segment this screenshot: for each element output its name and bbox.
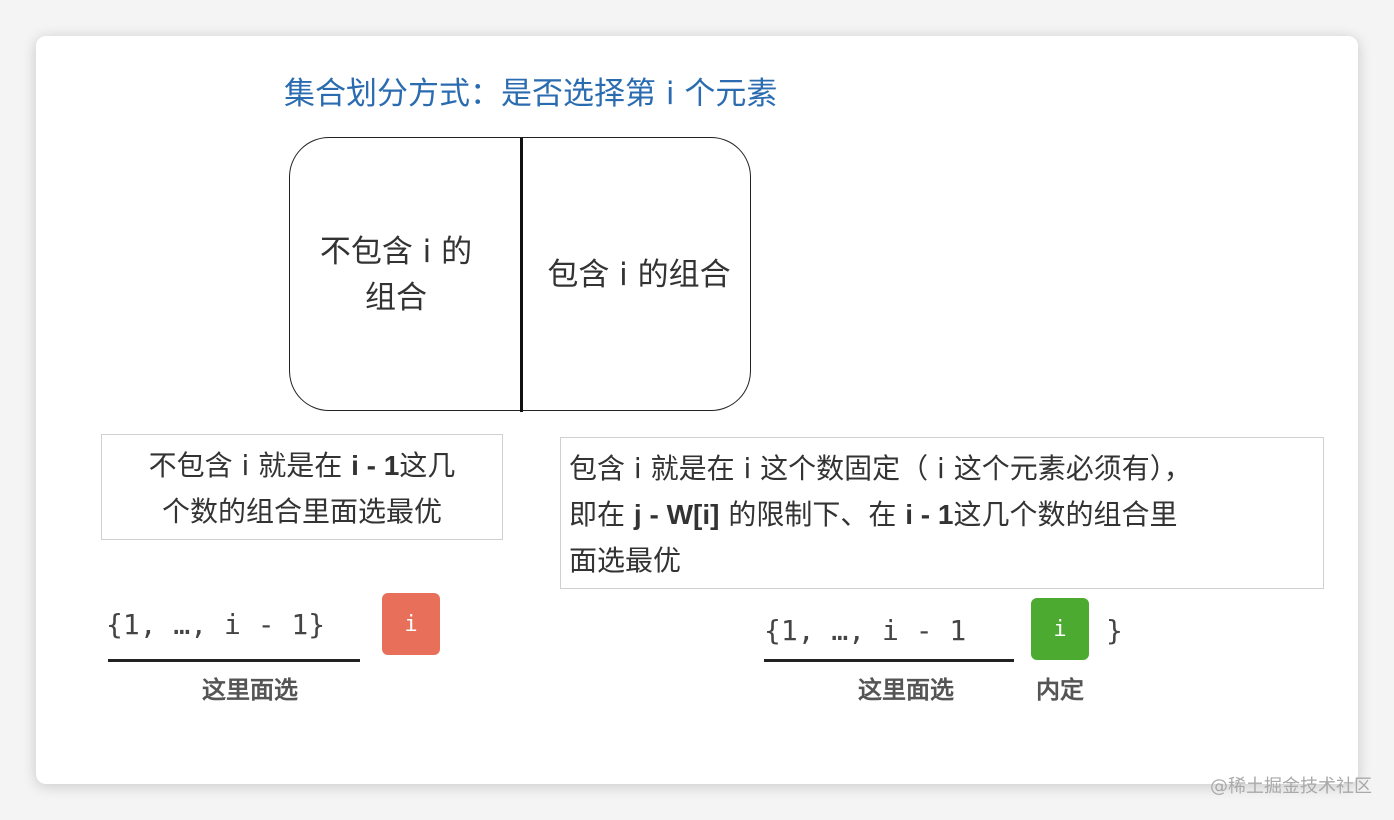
bold-segment: j - W[i] <box>633 499 720 530</box>
left-set-underline <box>108 659 360 662</box>
right-set-notation: {1, …, i - 1 <box>764 614 967 647</box>
bold-segment: i - 1 <box>351 450 400 481</box>
text-segment: 这几个数的组合里 <box>953 498 1178 531</box>
bold-segment: i - 1 <box>905 499 954 530</box>
text-segment: 的限制下、在 <box>719 498 906 531</box>
excluded-i-badge: i <box>382 593 440 655</box>
exclude-i-label-line2: 组合 <box>365 280 427 316</box>
include-explanation-line1: 包含 i 就是在 i 这个数固定（ i 这个元素必须有）， <box>569 452 1192 485</box>
watermark: @稀土掘金技术社区 <box>1210 776 1372 797</box>
exclude-i-label: 不包含 i 的 组合 <box>296 229 496 321</box>
include-explanation-line3: 面选最优 <box>569 544 682 577</box>
include-i-label: 包含 i 的组合 <box>547 257 731 293</box>
left-set-notation: {1, …, i - 1} <box>106 608 326 641</box>
exclude-explanation-line2: 个数的组合里面选最优 <box>161 495 442 528</box>
include-explanation-line2: 即在 j - W[i] 的限制下、在 i - 1这几个数的组合里 <box>569 492 1323 538</box>
exclude-explanation-line1: 不包含 i 就是在 i - 1这几 <box>102 443 502 489</box>
text-segment: 即在 <box>569 498 634 531</box>
exclude-i-label-line1: 不包含 i 的 <box>319 234 473 270</box>
text-segment: 不包含 i 就是在 <box>148 449 352 482</box>
right-set-close-brace: } <box>1106 614 1123 647</box>
text-segment: 这几 <box>399 449 456 482</box>
partition-divider <box>520 138 523 412</box>
include-explanation: 包含 i 就是在 i 这个数固定（ i 这个元素必须有）， 即在 j - W[i… <box>560 437 1324 589</box>
right-set-underline <box>764 659 1014 662</box>
exclude-explanation: 不包含 i 就是在 i - 1这几 个数的组合里面选最优 <box>101 434 503 540</box>
fixed-i-caption: 内定 <box>1036 676 1084 704</box>
left-set-caption: 这里面选 <box>202 676 298 704</box>
fixed-i-badge: i <box>1031 598 1089 660</box>
right-set-caption: 这里面选 <box>858 676 954 704</box>
diagram-title: 集合划分方式：是否选择第 i 个元素 <box>284 76 778 112</box>
